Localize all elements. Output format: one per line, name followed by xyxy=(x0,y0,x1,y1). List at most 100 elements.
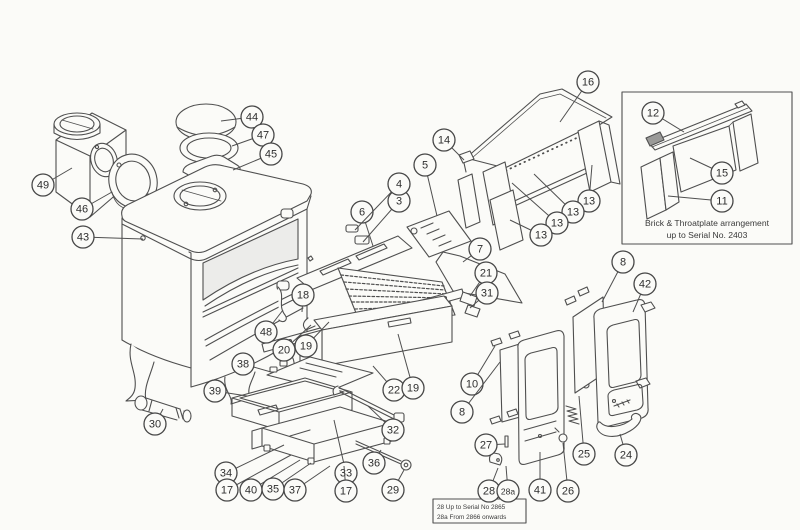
callout-36: 36 xyxy=(362,449,386,475)
callout-number: 42 xyxy=(639,279,651,291)
callout-31: 31 xyxy=(469,281,499,309)
callout-bubble xyxy=(70,197,94,221)
callout-number: 15 xyxy=(716,168,728,180)
line-art xyxy=(53,88,793,524)
callout-bubble xyxy=(294,334,318,358)
callout-bubble xyxy=(387,172,411,196)
callout-bubble xyxy=(259,142,283,166)
leader-line xyxy=(226,454,292,491)
callout-number: 13 xyxy=(567,207,579,219)
callout-13: 13 xyxy=(509,219,553,247)
callout-39: 39 xyxy=(203,379,248,403)
callout-number: 33 xyxy=(340,468,352,480)
callout-number: 29 xyxy=(387,485,399,497)
callout-49: 49 xyxy=(31,167,73,197)
callout-43: 43 xyxy=(71,225,144,249)
callout-bubble xyxy=(576,70,600,94)
inset-caption-line2: up to Serial No. 2403 xyxy=(667,230,748,240)
callout-number: 31 xyxy=(481,288,493,300)
callout-bubble xyxy=(496,479,520,503)
callout-number: 39 xyxy=(209,386,221,398)
ash-tool-part xyxy=(355,440,412,471)
callout-3: 3 xyxy=(362,189,411,243)
callout-number: 7 xyxy=(477,244,483,256)
callout-bubble xyxy=(71,225,95,249)
callout-bubble xyxy=(291,283,315,307)
callout-bubble xyxy=(401,376,425,400)
callout-16: 16 xyxy=(559,70,600,123)
callout-number: 6 xyxy=(359,207,365,219)
rear-panel-assembly xyxy=(457,88,621,251)
grid-plate-part xyxy=(266,356,374,392)
callout-5: 5 xyxy=(413,153,438,217)
callout-number: 24 xyxy=(620,450,632,462)
stove-body-part xyxy=(121,164,312,405)
callout-bubble xyxy=(231,352,255,376)
air-manifold-part xyxy=(406,210,472,258)
flue-elbow-part xyxy=(53,112,127,218)
callout-bubble xyxy=(413,153,437,177)
callout-25: 25 xyxy=(572,395,596,466)
callout-number: 30 xyxy=(149,419,161,431)
callout-bubble xyxy=(283,478,307,502)
callout-number: 43 xyxy=(77,232,89,244)
inset-caption-line1: Brick & Throatplate arrangement xyxy=(645,218,770,228)
fixing-parts xyxy=(345,224,370,245)
callout-bubble xyxy=(362,451,386,475)
flue-ring-part xyxy=(108,153,158,210)
callout-18: 18 xyxy=(291,283,315,313)
callout-15: 15 xyxy=(689,157,734,185)
callout-number: 8 xyxy=(459,407,465,419)
callout-number: 8 xyxy=(620,257,626,269)
callout-bubble xyxy=(561,200,585,224)
callout-number: 16 xyxy=(582,77,594,89)
callout-number: 34 xyxy=(220,468,232,480)
callout-number: 46 xyxy=(76,204,88,216)
callout-number: 18 xyxy=(297,290,309,302)
callout-29: 29 xyxy=(381,469,405,502)
callout-bubble xyxy=(272,338,296,362)
callout-4: 4 xyxy=(354,172,411,231)
note-line2: 28a From 2866 onwards xyxy=(437,514,506,521)
callout-26: 26 xyxy=(556,442,580,503)
callout-20: 20 xyxy=(272,324,312,362)
callout-21: 21 xyxy=(469,261,498,297)
end-brackets-part xyxy=(459,291,481,318)
callout-number: 26 xyxy=(562,486,574,498)
callout-30: 30 xyxy=(143,408,167,436)
callout-19: 19 xyxy=(397,333,425,400)
callout-number: 28a xyxy=(501,487,515,497)
callout-35: 35 xyxy=(261,462,312,501)
callout-bubble xyxy=(143,412,167,436)
callout-28a: 28a xyxy=(496,465,520,503)
callout-7: 7 xyxy=(462,237,492,263)
callout-45: 45 xyxy=(232,142,283,171)
callout-32: 32 xyxy=(367,405,405,442)
callout-8: 8 xyxy=(601,250,635,303)
callout-28: 28 xyxy=(477,467,501,503)
callout-47: 47 xyxy=(231,123,275,147)
callout-17: 17 xyxy=(334,465,358,503)
callout-bubble xyxy=(381,418,405,442)
callout-number: 4 xyxy=(396,179,402,191)
callout-bubble xyxy=(577,189,601,213)
callout-bubble xyxy=(556,479,580,503)
callout-bubble xyxy=(381,478,405,502)
handle-tool-part xyxy=(134,395,192,423)
callout-bubble xyxy=(710,189,734,213)
callout-8: 8 xyxy=(450,361,501,424)
callout-number: 47 xyxy=(257,130,269,142)
callout-number: 27 xyxy=(480,440,492,452)
callout-number: 28 xyxy=(483,486,495,498)
callout-number: 3 xyxy=(396,196,402,208)
callout-bubble xyxy=(468,237,492,261)
callout-number: 17 xyxy=(221,485,233,497)
callout-number: 13 xyxy=(551,218,563,230)
callout-13: 13 xyxy=(511,182,569,235)
note-line1: 28 Up to Serial No 2865 xyxy=(437,504,506,511)
callout-bubble xyxy=(203,379,227,403)
callout-number: 45 xyxy=(265,149,277,161)
callout-number: 21 xyxy=(480,268,492,280)
callout-bubble xyxy=(710,161,734,185)
